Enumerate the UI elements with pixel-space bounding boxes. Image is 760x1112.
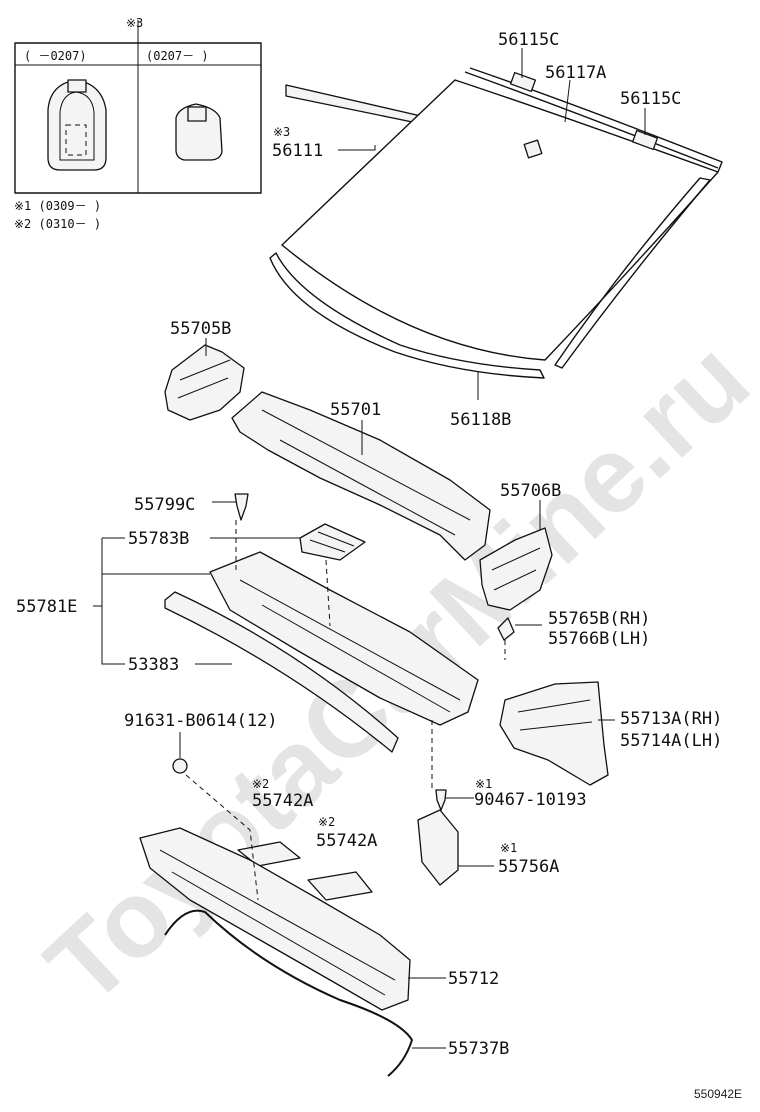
inset-box: ※3 ( －0207) (0207－ ) <box>14 16 262 194</box>
clip-56115C-top <box>509 71 537 93</box>
callout-56117A: 56117A <box>545 63 606 83</box>
callout-90467: 90467-10193 <box>474 790 587 810</box>
sensor-pad <box>523 139 543 159</box>
callout-55706B: 55706B <box>500 481 561 501</box>
callout-56115C-right: 56115C <box>620 89 681 109</box>
inset-right-range: (0207－ ) <box>146 49 209 63</box>
callout-56111: 56111 <box>272 141 323 161</box>
part-55756A <box>417 809 459 886</box>
leader-lines <box>93 48 646 1049</box>
callout-55756A-mark: ※1 <box>500 841 517 855</box>
callout-55783B: 55783B <box>128 529 189 549</box>
callout-55781E: 55781E <box>16 597 77 617</box>
part-55706B <box>479 527 553 611</box>
inset-mark: ※3 <box>126 16 143 30</box>
callout-90467-mark: ※1 <box>475 777 492 791</box>
figure-code: 550942E <box>694 1087 742 1101</box>
note-2: ※2 (0310－ ) <box>14 217 101 231</box>
callout-55742A-1-mark: ※2 <box>252 777 269 791</box>
callout-56115C-top: 56115C <box>498 30 559 50</box>
note-1: ※1 (0309－ ) <box>14 199 101 213</box>
callout-55742A-1: 55742A <box>252 791 313 811</box>
lower-molding <box>269 252 545 379</box>
part-55713A <box>499 681 609 786</box>
callout-55713A: 55713A(RH) <box>620 709 722 729</box>
bolt-91631 <box>172 758 188 774</box>
harness-55737B <box>164 909 413 1077</box>
callout-55765B: 55765B(RH) <box>548 609 650 629</box>
part-55765B <box>497 617 515 641</box>
callout-55799C: 55799C <box>134 495 195 515</box>
callout-56111-mark: ※3 <box>273 125 290 139</box>
callout-55714A: 55714A(LH) <box>620 731 722 751</box>
windshield-glass <box>269 67 723 379</box>
callout-55701: 55701 <box>330 400 381 420</box>
upper-molding <box>464 71 719 169</box>
clip-56115C-right <box>631 129 659 151</box>
callout-55705B: 55705B <box>170 319 231 339</box>
clip-90467 <box>435 789 447 811</box>
callout-55737B: 55737B <box>448 1039 509 1059</box>
callout-55756A: 55756A <box>498 857 559 877</box>
callout-91631: 91631-B0614(12) <box>124 711 278 731</box>
part-55712 <box>139 827 411 1011</box>
side-molding <box>554 177 711 369</box>
callout-53383: 53383 <box>128 655 179 675</box>
pad-55742A-2 <box>307 871 373 901</box>
part-55783B <box>299 523 366 561</box>
seal-53383 <box>164 591 399 753</box>
callout-55742A-2: 55742A <box>316 831 377 851</box>
callout-55712: 55712 <box>448 969 499 989</box>
callout-55742A-2-mark: ※2 <box>318 815 335 829</box>
callout-55766B: 55766B(LH) <box>548 629 650 649</box>
part-55705B <box>164 344 245 421</box>
clip-55799C <box>234 493 249 521</box>
inset-left-range: ( －0207) <box>24 49 87 63</box>
part-55701 <box>231 391 491 561</box>
part-55781E <box>209 551 479 726</box>
callout-56118B: 56118B <box>450 410 511 430</box>
